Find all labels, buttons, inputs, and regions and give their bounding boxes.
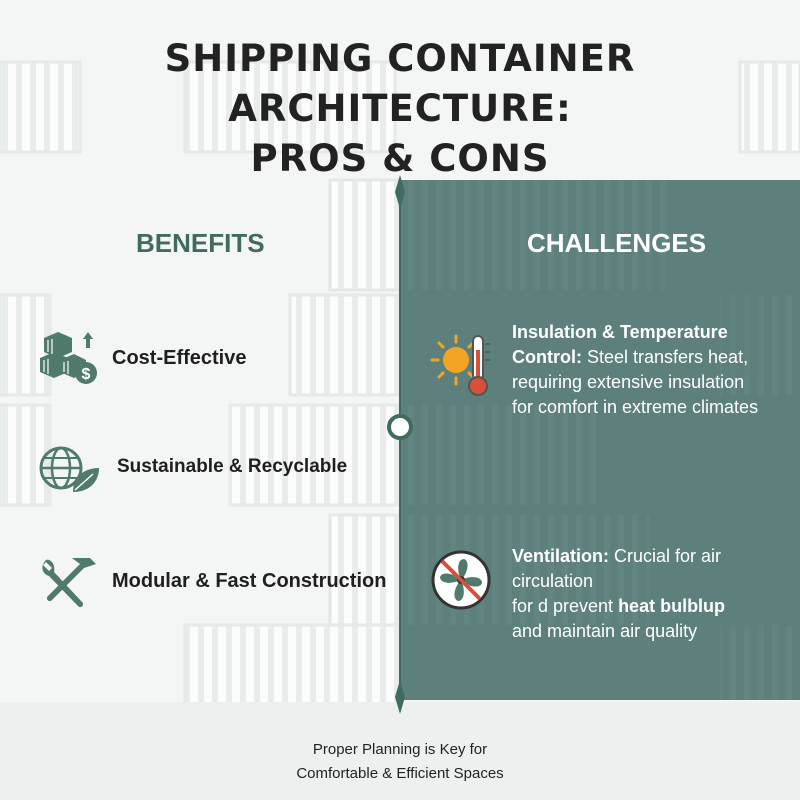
challenge-text: for comfort in extreme climates — [512, 397, 759, 417]
challenges-heading: CHALLENGES — [527, 228, 707, 258]
no-fan-icon — [431, 550, 491, 610]
benefit-sustainable: Sustainable & Recyclable — [117, 456, 347, 478]
title-line-2: PROS & CONS — [250, 137, 550, 180]
sun-thermometer-icon — [430, 334, 490, 396]
faded-containers — [0, 60, 800, 707]
svg-text:$: $ — [82, 366, 91, 383]
challenge-text: requiring extensive insulation — [512, 372, 745, 392]
globe-leaf-icon — [39, 446, 99, 492]
challenge-text: for d prevent — [512, 596, 619, 616]
challenge-title: Control: — [512, 347, 582, 367]
title-line-1: SHIPPING CONTAINER ARCHITECTURE: — [164, 37, 636, 130]
tools-icon — [42, 558, 96, 608]
challenge-text: Crucial for air circulation — [512, 546, 722, 591]
page-title: SHIPPING CONTAINER ARCHITECTURE: PROS & … — [0, 34, 800, 184]
benefit-modular: Modular & Fast Construction — [112, 570, 386, 593]
benefit-label: Modular & Fast Construction — [112, 570, 387, 592]
challenge-text: and maintain air quality — [512, 621, 698, 641]
challenge-title: Ventilation: — [512, 546, 610, 566]
challenge-text: Steel transfers heat, — [581, 347, 749, 367]
benefit-label: Cost-Effective — [112, 347, 247, 369]
containers-dollar-icon: $ — [40, 332, 97, 384]
challenge-text-bold: heat bulblup — [618, 596, 726, 616]
footer-line-2: Comfortable & Efficient Spaces — [296, 765, 504, 782]
footer-note: Proper Planning is Key for Comfortable &… — [0, 738, 800, 786]
challenge-title: Insulation & Temperature — [512, 322, 728, 342]
footer-line-1: Proper Planning is Key for — [312, 741, 488, 758]
challenge-insulation: Insulation & Temperature Control: Steel … — [512, 320, 800, 420]
benefit-label: Sustainable & Recyclable — [117, 456, 348, 477]
benefits-heading: BENEFITS — [136, 228, 265, 258]
challenge-ventilation: Ventilation: Crucial for air circulation… — [512, 544, 800, 644]
benefit-cost-effective: Cost-Effective — [112, 347, 246, 370]
